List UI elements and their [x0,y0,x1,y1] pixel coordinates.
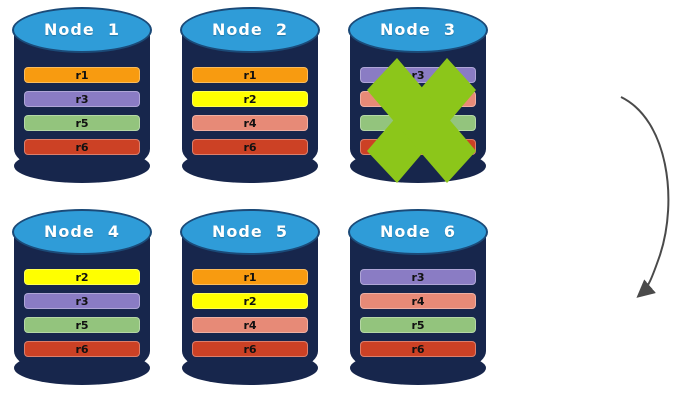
replica-bar[interactable]: r6 [192,139,308,155]
node-title: Node 5 [212,222,288,241]
replica-list: r1 r2 r4 r6 [180,67,320,163]
replica-bar[interactable]: r4 [192,115,308,131]
replica-bar[interactable]: r6 [192,341,308,357]
replica-bar[interactable]: r4 [360,293,476,309]
replica-bar[interactable]: r6 [24,341,140,357]
node-title: Node 3 [380,20,456,39]
replica-list: r1 r2 r4 r6 [180,269,320,365]
node-cylinder-4[interactable]: Node 4 r2 r3 r5 r6 [12,207,152,387]
node-cylinder-1[interactable]: Node 1 r1 r3 r5 r6 [12,5,152,185]
replica-bar[interactable]: r6 [24,139,140,155]
node-cylinder-2[interactable]: Node 2 r1 r2 r4 r6 [180,5,320,185]
replica-bar[interactable]: r5 [360,317,476,333]
replica-bar[interactable]: r6 [360,341,476,357]
replica-list: r3 r4 r5 r6 [348,67,488,163]
node-title: Node 2 [212,20,288,39]
node-cylinder-5[interactable]: Node 5 r1 r2 r4 r6 [180,207,320,387]
replica-bar[interactable]: r6 [360,139,476,155]
node-title: Node 6 [380,222,456,241]
node-title: Node 1 [44,20,120,39]
replica-bar[interactable]: r3 [24,91,140,107]
replica-bar[interactable]: r2 [24,269,140,285]
replica-bar[interactable]: r4 [360,91,476,107]
replica-bar[interactable]: r3 [360,67,476,83]
cylinder-top-ellipse [12,209,152,255]
cylinder-top-ellipse [348,209,488,255]
replica-bar[interactable]: r5 [24,115,140,131]
replica-bar[interactable]: r1 [24,67,140,83]
replica-bar[interactable]: r4 [192,317,308,333]
node-title: Node 4 [44,222,120,241]
replica-bar[interactable]: r2 [192,91,308,107]
replica-bar[interactable]: r3 [360,269,476,285]
replica-bar[interactable]: r1 [192,67,308,83]
replica-bar[interactable]: r2 [192,293,308,309]
cylinder-top-ellipse [180,7,320,53]
replica-bar[interactable]: r5 [360,115,476,131]
replica-list: r2 r3 r5 r6 [12,269,152,365]
node-cylinder-6[interactable]: Node 6 r3 r4 r5 r6 [348,207,488,387]
cylinder-top-ellipse [12,7,152,53]
cylinder-top-ellipse [348,7,488,53]
replica-bar[interactable]: r1 [192,269,308,285]
replica-bar[interactable]: r3 [24,293,140,309]
replica-bar[interactable]: r5 [24,317,140,333]
cylinder-top-ellipse [180,209,320,255]
node-cylinder-3[interactable]: Node 3 r3 r4 r5 r6 [348,5,488,185]
replica-list: r1 r3 r5 r6 [12,67,152,163]
replica-list: r3 r4 r5 r6 [348,269,488,365]
